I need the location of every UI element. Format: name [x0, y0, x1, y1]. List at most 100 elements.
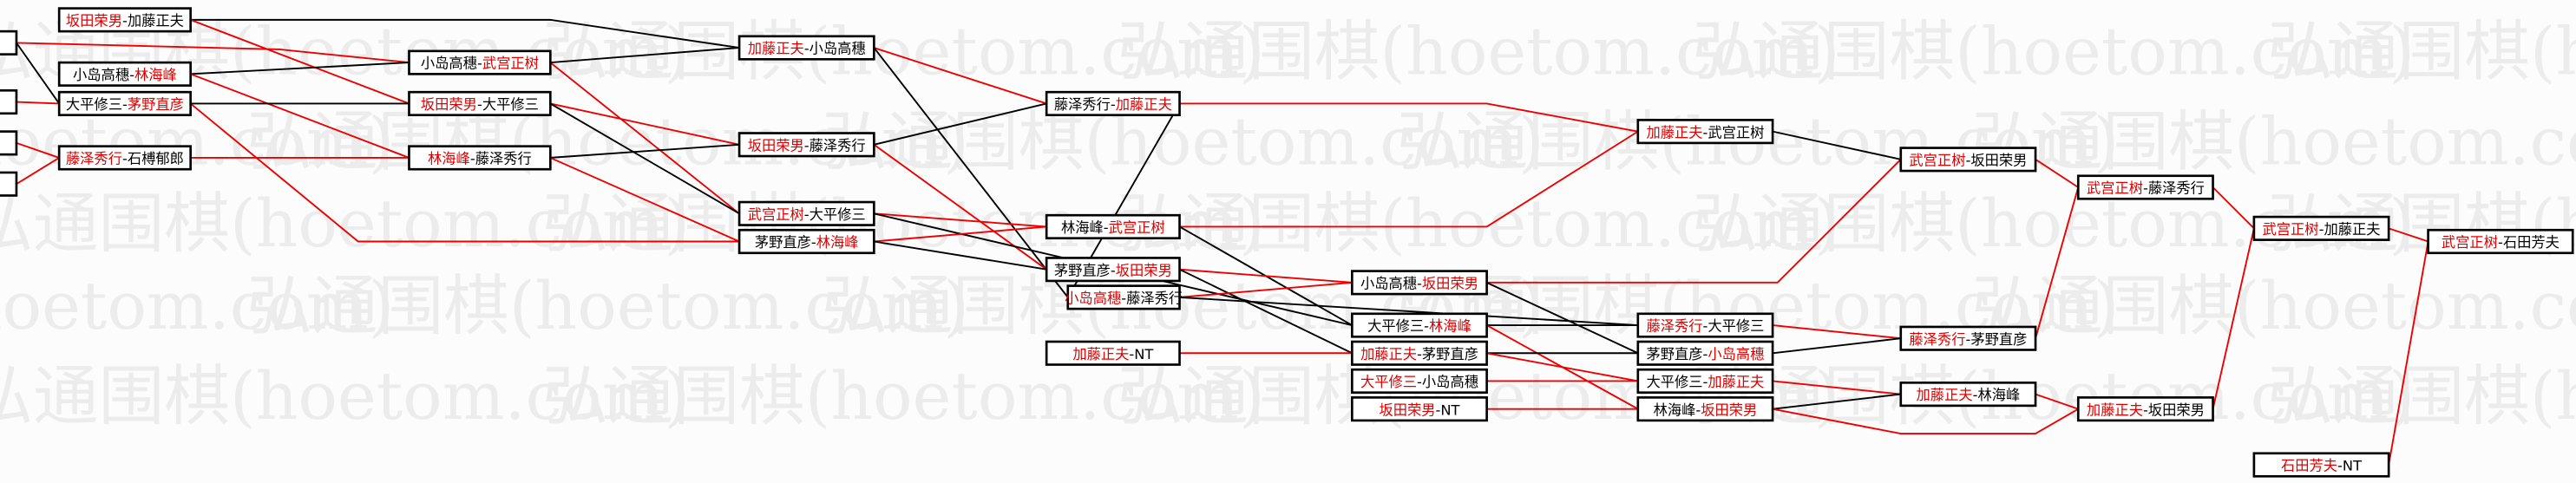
match-box[interactable]: 小岛高穗-武宫正树	[408, 49, 552, 75]
player-1-name: 加藤正夫	[1360, 346, 1417, 362]
match-box[interactable]: 大平修三-小岛高穗	[1351, 368, 1488, 395]
box-border	[57, 7, 192, 33]
player-1-name: 小岛高穗	[1065, 290, 1121, 307]
match-box[interactable]: 加藤正夫-NT	[1045, 340, 1181, 366]
player-1-name: 加藤正夫	[1917, 387, 1973, 403]
connector	[1772, 130, 1901, 160]
match-box[interactable]: 加藤正夫-武宫正树	[1636, 119, 1774, 145]
match-box[interactable]: 藤泽秀行-石榑郁郎	[57, 145, 192, 171]
player-1-name: 林海峰	[1061, 219, 1104, 236]
player-2-name: 小岛高穗	[1422, 374, 1478, 390]
box-border	[737, 200, 875, 226]
match-box[interactable]: 武宫正树-藤泽秀行	[2076, 174, 2214, 200]
match-box[interactable]: 树	[0, 29, 18, 55]
watermark-layer: 弘通围棋(hoetom.com) 弘通围棋(hoetom.com) 弘通围棋(h…	[0, 13, 2576, 434]
box-border	[1899, 382, 2037, 408]
player-2-name: 藤泽秀行	[2148, 180, 2205, 197]
match-box[interactable]: 小岛高穗-林海峰	[57, 61, 192, 87]
match-box[interactable]: 行	[0, 130, 18, 156]
box-border	[1351, 312, 1488, 338]
match-box[interactable]: 茅野直彦-小岛高穗	[1636, 340, 1774, 366]
player-1-name: 武宫正树	[2442, 234, 2498, 251]
connector	[1179, 102, 1638, 133]
player-1-name: 石田芳夫	[2281, 458, 2337, 474]
match-label: 武宫正树-藤泽秀行	[2087, 180, 2205, 197]
match-box[interactable]: 坂田荣男-藤泽秀行	[737, 132, 875, 158]
match-box[interactable]: 大平修三-茅野直彦	[57, 90, 192, 117]
player-2-name: 茅野直彦	[1422, 346, 1478, 362]
match-box[interactable]: 坂田荣男-NT	[1351, 396, 1488, 422]
match-label: 小岛高穗-林海峰	[73, 67, 177, 83]
match-box[interactable]: 藤泽秀行-茅野直彦	[1899, 325, 2037, 351]
connector	[2035, 393, 2079, 410]
box-border	[57, 145, 192, 171]
connector	[1772, 408, 2079, 434]
player-2-name: 武宫正树	[482, 55, 539, 72]
player-1-name: 茅野直彦	[755, 234, 811, 251]
separator: -	[1129, 346, 1134, 362]
player-1-name: 藤泽秀行	[1646, 318, 1702, 335]
match-box[interactable]: 林海峰-坂田荣男	[1636, 396, 1774, 422]
player-2-name: NT	[1440, 401, 1459, 418]
match-box[interactable]: 武宫正树-坂田荣男	[1899, 147, 2037, 173]
match-label: 藤泽秀行-茅野直彦	[1909, 331, 2027, 348]
match-box[interactable]: 茅野直彦-林海峰	[737, 228, 875, 255]
match-box[interactable]: 藤泽秀行-大平修三	[1636, 312, 1774, 338]
connector	[874, 240, 1047, 271]
match-box[interactable]	[0, 171, 18, 197]
match-box[interactable]: 宏	[0, 88, 18, 115]
match-box[interactable]: 石田芳夫-NT	[2252, 452, 2390, 478]
player-1-name: 小岛高穗	[421, 55, 477, 72]
player-2-name: 藤泽秀行	[475, 151, 532, 167]
box-border	[408, 90, 552, 117]
box-border	[1636, 119, 1774, 145]
connector	[874, 225, 1047, 243]
match-box[interactable]: 加藤正夫-坂田荣男	[2076, 396, 2214, 422]
match-box[interactable]: 坂田荣男-大平修三	[408, 90, 552, 117]
match-box[interactable]: 武宫正树-大平修三	[737, 200, 875, 226]
player-2-name: 武宫正树	[1708, 124, 1764, 140]
match-box[interactable]: 茅野直彦-坂田荣男	[1045, 257, 1181, 283]
connector	[1179, 268, 1353, 355]
connector	[873, 47, 1069, 298]
final-match-box[interactable]: 武宫正树-石田芳夫	[2427, 228, 2574, 255]
match-box[interactable]: 林海峰-藤泽秀行	[408, 145, 552, 171]
match-box[interactable]: 小岛高穗-坂田荣男	[1351, 270, 1488, 296]
box-border	[1899, 147, 2037, 173]
separator: -	[1424, 318, 1429, 335]
match-box[interactable]: 大平修三-加藤正夫	[1636, 368, 1774, 395]
match-box[interactable]: 藤泽秀行-加藤正夫	[1045, 90, 1181, 117]
match-box[interactable]: 坂田荣男-加藤正夫	[57, 7, 192, 33]
match-box[interactable]: 小岛高穗-藤泽秀行	[1065, 284, 1183, 310]
match-box[interactable]: 武宫正树-加藤正夫	[2252, 215, 2390, 241]
match-label: 小岛高穗-藤泽秀行	[1065, 290, 1183, 307]
connector	[1486, 352, 1638, 382]
match-box[interactable]: 林海峰-武宫正树	[1045, 213, 1181, 240]
box-border	[2252, 215, 2390, 241]
match-label: 茅野直彦-小岛高穗	[1646, 346, 1764, 362]
player-1-name: 小岛高穗	[73, 67, 129, 83]
match-label: 坂田荣男-NT	[1379, 401, 1459, 418]
match-box[interactable]: 加藤正夫-茅野直彦	[1351, 340, 1488, 366]
box-border	[0, 29, 18, 55]
connector	[550, 47, 740, 64]
connector	[1486, 159, 1902, 284]
player-1-name: 加藤正夫	[1072, 346, 1129, 362]
match-box[interactable]: 大平修三-林海峰	[1351, 312, 1488, 338]
connector	[190, 102, 740, 243]
connector	[1179, 130, 1639, 228]
match-box[interactable]: 加藤正夫-小岛高穗	[737, 35, 875, 61]
separator: -	[129, 67, 134, 83]
separator: -	[1965, 331, 1970, 348]
separator: -	[804, 41, 810, 57]
separator: -	[1436, 401, 1441, 418]
separator: -	[1703, 318, 1708, 335]
watermark: 弘通围棋(hoetom.com)	[0, 186, 690, 262]
match-box[interactable]: 加藤正夫-林海峰	[1899, 382, 2037, 408]
box-border	[1636, 340, 1774, 366]
connector	[190, 18, 410, 105]
match-label: 茅野直彦-坂田荣男	[1054, 262, 1172, 278]
player-2-name: 小岛高穗	[810, 41, 866, 57]
match-label: 大平修三-茅野直彦	[66, 96, 184, 113]
connector	[16, 101, 60, 105]
